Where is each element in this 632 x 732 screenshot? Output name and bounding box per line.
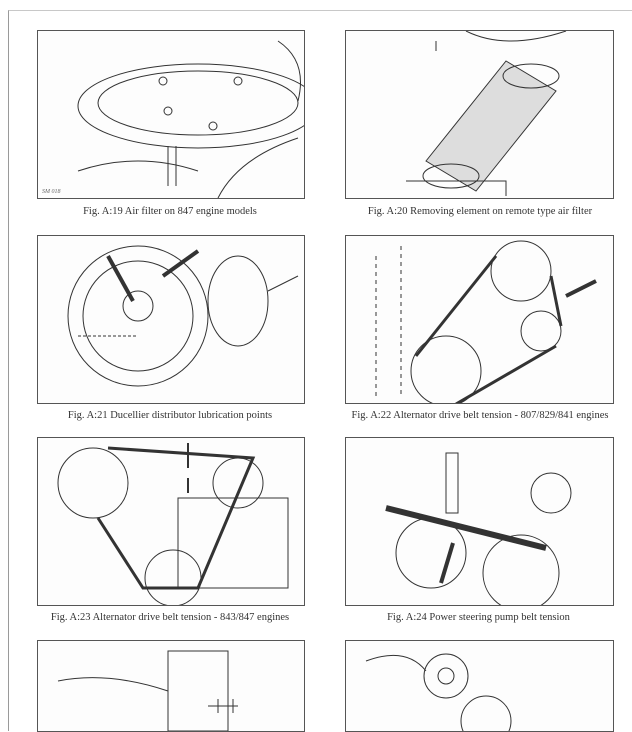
figure-a23-alternator-belt [37,437,305,606]
page-frame [8,10,632,731]
figure-a19-air-filter: SM 018 [37,30,305,199]
figure-a21-distributor [37,235,305,404]
figure-a22-alternator-belt [345,235,614,404]
figure-caption: Fig. A:21 Ducellier distributor lubricat… [67,410,273,421]
figure-caption: Fig. A:20 Removing element on remote typ… [367,206,593,217]
figure-caption: Fig. A:22 Alternator drive belt tension … [351,410,609,421]
figure-caption: Fig. A:24 Power steering pump belt tensi… [387,612,570,623]
figure-partial-left [37,640,305,732]
figure-partial-right [345,640,614,732]
figure-caption: Fig. A:19 Air filter on 847 engine model… [83,206,257,217]
figure-a20-air-filter-element [345,30,614,199]
figure-caption: Fig. A:23 Alternator drive belt tension … [50,612,290,623]
figure-mark: SM 018 [42,189,61,195]
figure-a24-power-steering-belt [345,437,614,606]
